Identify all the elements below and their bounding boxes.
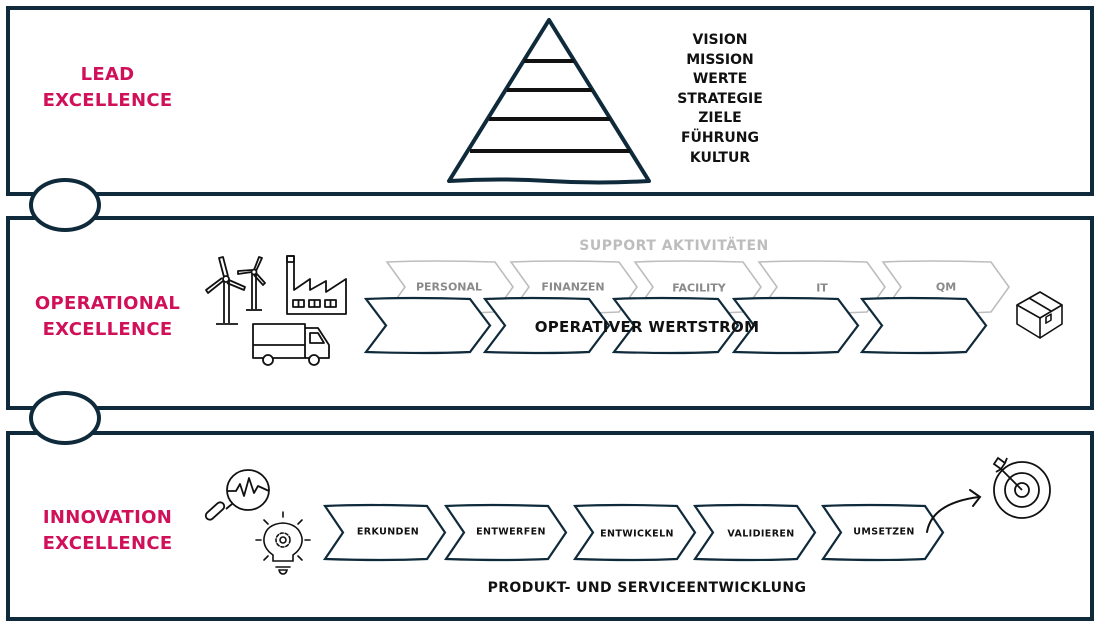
- pyramid-icon: [447, 18, 651, 185]
- innovation-step-label: ENTWICKELN: [600, 528, 674, 540]
- innovation-step-label: VALIDIEREN: [727, 528, 795, 540]
- support-activity-label: QM: [935, 280, 957, 294]
- innovation-excellence-title: INNOVATION EXCELLENCE: [20, 505, 195, 557]
- wind-turbine-icon: [205, 256, 266, 325]
- value-stream-chevrons: [363, 296, 988, 355]
- value-stream-label: OPERATIVER WERTSTROM: [534, 318, 760, 336]
- innovation-step-chevrons: [322, 503, 945, 562]
- pyramid-levels-list: VISION MISSION WERTE STRATEGIE ZIELE FÜH…: [660, 31, 780, 168]
- support-activity-label: FACILITY: [672, 281, 726, 295]
- target-arrow-icon: [992, 456, 1051, 519]
- inno-title-line1: INNOVATION: [42, 507, 173, 528]
- pyramid-level: VISION: [692, 32, 748, 48]
- innovation-step-chevron: [692, 503, 817, 562]
- value-stream-chevron: [363, 296, 492, 355]
- operational-excellence-title: OPERATIONAL EXCELLENCE: [20, 291, 195, 343]
- value-stream-chevron: [859, 296, 988, 355]
- package-box-icon: [1016, 291, 1063, 339]
- pyramid-level: MISSION: [686, 51, 754, 68]
- innovation-step-chevron: [572, 503, 697, 562]
- lead-title-line2: EXCELLENCE: [42, 90, 173, 111]
- truck-icon: [252, 323, 330, 366]
- lead-excellence-title: LEAD EXCELLENCE: [20, 62, 195, 114]
- support-activity-label: IT: [816, 281, 828, 295]
- lightbulb-gear-icon: [255, 511, 311, 575]
- connector-ring-top: [29, 178, 101, 232]
- value-stream-chevron: [611, 296, 740, 355]
- value-stream-chevron: [482, 296, 611, 355]
- pyramid-level: KULTUR: [689, 149, 751, 166]
- innovation-subtitle: PRODUKT- UND SERVICEENTWICKLUNG: [487, 580, 807, 596]
- connector-ring-bottom: [29, 391, 101, 445]
- lead-excellence-panel: [6, 6, 1094, 196]
- innovation-step-label: ENTWERFEN: [476, 526, 546, 538]
- innovation-step-label: UMSETZEN: [853, 526, 915, 538]
- pyramid-level: STRATEGIE: [677, 90, 763, 107]
- pyramid-level: ZIELE: [698, 110, 742, 127]
- magnifier-pulse-icon: [204, 469, 270, 521]
- support-activity-label: PERSONAL: [415, 280, 483, 294]
- arrow-curve-icon: [926, 489, 982, 533]
- support-activity-label: FINANZEN: [541, 280, 605, 294]
- value-stream-chevron: [731, 296, 860, 355]
- lead-title-line1: LEAD: [80, 64, 135, 85]
- ops-title-line2: EXCELLENCE: [42, 319, 173, 340]
- factory-icon: [286, 255, 347, 315]
- inno-title-line2: EXCELLENCE: [42, 533, 173, 554]
- innovation-step-label: ERKUNDEN: [356, 526, 420, 538]
- support-activities-title: SUPPORT AKTIVITÄTEN: [579, 238, 769, 254]
- innovation-step-chevron: [820, 503, 945, 562]
- pyramid-level: FÜHRUNG: [680, 129, 759, 146]
- innovation-step-chevron: [443, 503, 568, 562]
- pyramid-level: WERTE: [692, 71, 748, 88]
- innovation-step-chevron: [322, 503, 447, 562]
- ops-title-line1: OPERATIONAL: [34, 293, 181, 314]
